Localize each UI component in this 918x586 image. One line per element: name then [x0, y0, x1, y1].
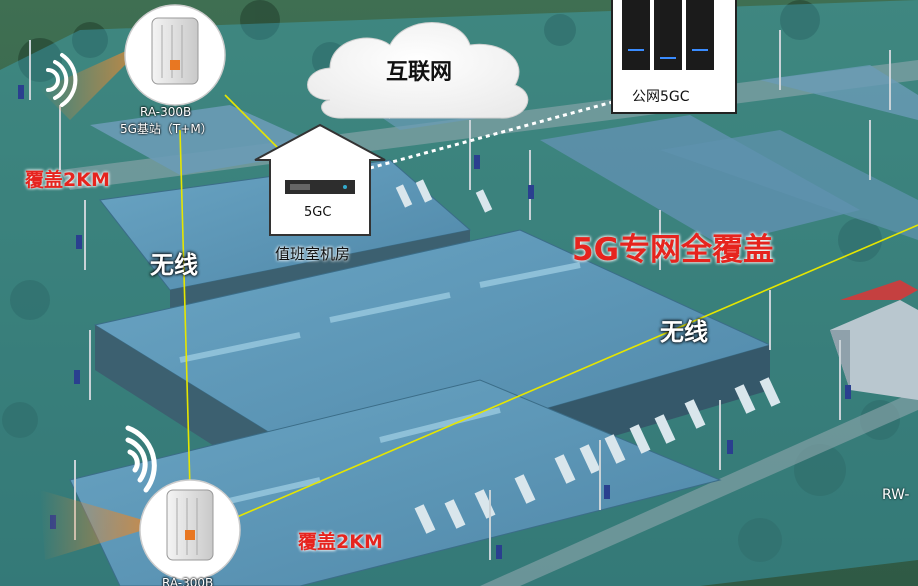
coverage-label-bottom: 覆盖2KM	[298, 531, 383, 553]
duty-room-label: 值班室机房	[275, 245, 351, 263]
station-top-type: 5G基站（T+M）	[120, 122, 213, 136]
base-station-bottom	[139, 479, 241, 581]
wireless-links	[179, 94, 918, 521]
server-unit-icon	[285, 180, 355, 194]
backhaul-link	[369, 98, 621, 170]
server-rack-icon	[622, 0, 650, 70]
headline: 5G专网全覆盖	[572, 232, 775, 268]
public-5gc-label: 公网5GC	[632, 89, 690, 105]
coverage-label-top: 覆盖2KM	[25, 169, 110, 191]
local-5gc-label: 5GC	[304, 205, 332, 220]
local-5gc-house	[254, 123, 386, 236]
link-bottom-to-right	[229, 224, 918, 521]
station-top-model: RA-300B	[140, 105, 192, 119]
right-edge-label: RW-	[882, 487, 910, 503]
station-bottom-model: RA-300B	[162, 576, 214, 586]
base-station-top	[124, 4, 226, 106]
link-top-to-5gc	[224, 94, 281, 151]
link-top-to-bottom	[179, 129, 191, 491]
signal-wave-icon	[125, 425, 157, 493]
internet-label: 互联网	[386, 60, 453, 85]
wireless-label-right: 无线	[660, 318, 708, 346]
server-rack-icon	[686, 0, 714, 70]
signal-wave-icon	[46, 53, 78, 107]
coverage-sector-bottom	[40, 490, 160, 560]
base-station-device-icon	[151, 17, 199, 85]
trucks	[395, 179, 781, 534]
internet-cloud	[307, 22, 529, 119]
base-station-device-icon	[166, 489, 214, 561]
server-rack-icon	[654, 0, 682, 70]
wireless-label-left: 无线	[150, 251, 198, 279]
public-5gc-box	[611, 0, 737, 114]
